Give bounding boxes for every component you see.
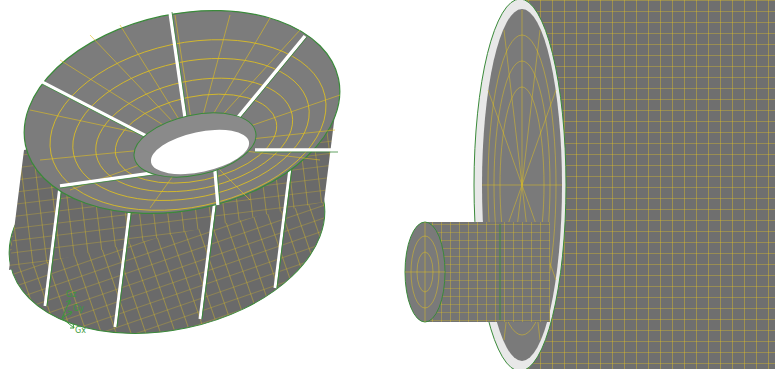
segmented-ring (0, 0, 359, 361)
axis-triad (62, 300, 74, 328)
axis-label: Gz (66, 290, 76, 299)
shaft-cylinder (405, 0, 775, 369)
axis-label: Gx (75, 326, 86, 335)
axis-label: Gy (73, 304, 84, 313)
